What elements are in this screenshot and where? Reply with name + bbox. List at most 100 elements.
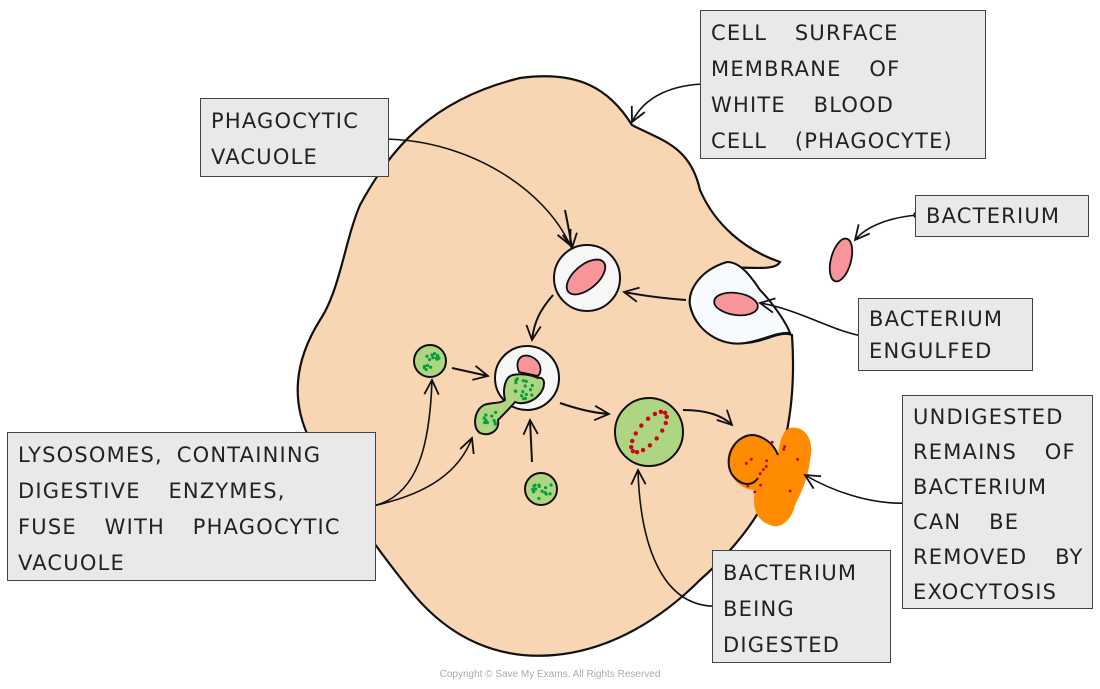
label-line: BACTERIUM xyxy=(926,204,1061,228)
label-line: VACUOLE xyxy=(211,145,318,169)
dot xyxy=(654,436,659,441)
dot xyxy=(427,358,432,362)
dot xyxy=(549,483,553,487)
dot xyxy=(428,365,433,369)
dot xyxy=(663,420,668,426)
dot xyxy=(431,356,435,360)
fusing-bacterium xyxy=(516,354,542,377)
label-line: BEING xyxy=(723,597,795,621)
label-line: BACTERIUM xyxy=(723,561,858,585)
dot xyxy=(796,457,800,461)
dot xyxy=(530,383,534,388)
dot xyxy=(746,484,750,488)
dot xyxy=(645,416,651,421)
dot xyxy=(532,484,536,488)
dot xyxy=(782,447,786,451)
dot xyxy=(424,367,428,372)
dot xyxy=(764,465,768,469)
label-line: VACUOLE xyxy=(18,551,125,575)
label-line: CELL (PHAGOCYTE) xyxy=(711,129,953,153)
dot xyxy=(482,416,486,420)
dot xyxy=(514,380,518,385)
dot xyxy=(759,483,763,487)
label-undigested-remains: UNDIGESTED REMAINS OF BACTERIUM CAN BE REMOV… xyxy=(902,395,1093,609)
bacterium xyxy=(828,237,854,283)
dot xyxy=(514,389,518,393)
dot xyxy=(633,431,638,436)
label-bacterium-engulfed: BACTERIUM ENGULFED xyxy=(858,298,1033,371)
dot xyxy=(770,440,774,444)
dot xyxy=(433,352,437,356)
label-line: REMAINS OF xyxy=(913,440,1076,464)
dot xyxy=(494,410,498,415)
dot xyxy=(425,363,430,368)
digesting-vacuole xyxy=(614,397,684,467)
dot xyxy=(523,384,527,388)
remains-dots xyxy=(744,440,800,494)
label-line: MEMBRANE OF xyxy=(711,57,901,81)
dot xyxy=(520,394,524,398)
engulfed-bacterium xyxy=(713,291,759,317)
label-line: REMOVED BY xyxy=(913,545,1084,569)
label-cell-surface-membrane: CELL SURFACE MEMBRANE OF WHITE BLOOD CELL (… xyxy=(700,10,986,159)
dot xyxy=(537,483,541,487)
label-line: WHITE BLOOD xyxy=(711,93,895,117)
dot xyxy=(521,397,526,401)
label-phagocytic-vacuole: PHAGOCYTIC VACUOLE xyxy=(200,98,389,177)
dot xyxy=(548,492,552,496)
label-bacterium-being-digested: BACTERIUM BEING DIGESTED xyxy=(712,550,891,663)
dot xyxy=(744,461,748,465)
dot xyxy=(634,449,640,455)
fusing-lysosome xyxy=(474,373,545,436)
copyright: Copyright © Save My Exams. All Rights Re… xyxy=(439,669,661,680)
dot xyxy=(543,486,548,490)
dot xyxy=(485,421,490,425)
bacterium-fragments xyxy=(629,409,669,455)
dot xyxy=(765,459,769,463)
label-pointers xyxy=(366,83,918,607)
lysosome xyxy=(524,472,558,506)
dot xyxy=(783,445,787,449)
label-line: DIGESTED xyxy=(723,633,841,657)
dot xyxy=(660,428,665,433)
dot xyxy=(521,379,525,383)
undigested-remains xyxy=(727,427,812,527)
dot xyxy=(749,457,753,461)
label-line: BACTERIUM xyxy=(869,307,1004,331)
dot xyxy=(484,418,488,422)
dot xyxy=(629,445,634,450)
label-line: DIGESTIVE ENZYMES, xyxy=(18,479,286,503)
label-bacterium: BACTERIUM xyxy=(915,195,1089,237)
label-line: CELL SURFACE xyxy=(711,21,899,45)
dot xyxy=(662,410,668,416)
label-line: EXOCYTOSIS xyxy=(913,580,1058,604)
dot xyxy=(639,423,644,428)
dot xyxy=(761,468,765,472)
dot xyxy=(640,447,646,453)
dot xyxy=(753,490,757,494)
label-line: FUSE WITH PHAGOCYTIC xyxy=(18,515,341,539)
dot xyxy=(540,489,544,493)
dot xyxy=(532,490,536,494)
label-line: ENGULFED xyxy=(869,339,993,363)
dot xyxy=(788,489,792,493)
dot xyxy=(528,388,533,392)
dot xyxy=(530,393,534,397)
vacuole-bacterium xyxy=(565,258,607,296)
dot xyxy=(537,496,541,501)
dot xyxy=(630,438,635,444)
label-line: PHAGOCYTIC xyxy=(211,109,360,133)
dot xyxy=(430,353,434,357)
dot xyxy=(484,413,488,417)
dot xyxy=(534,487,538,491)
dot xyxy=(647,443,653,448)
label-line: BACTERIUM xyxy=(913,475,1048,499)
dot xyxy=(544,492,548,496)
label-line: CAN BE xyxy=(913,510,1020,534)
dot xyxy=(437,356,441,360)
dot xyxy=(524,392,528,397)
dot xyxy=(652,411,658,417)
label-line: UNDIGESTED xyxy=(913,405,1064,429)
